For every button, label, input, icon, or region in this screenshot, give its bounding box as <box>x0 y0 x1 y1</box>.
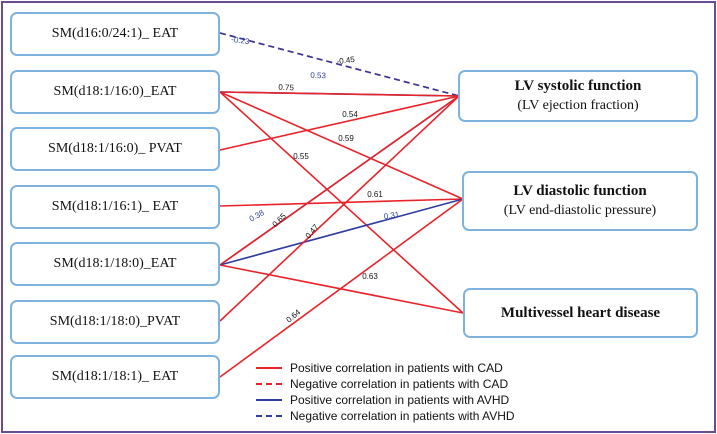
legend-swatch <box>256 415 282 417</box>
legend-swatch <box>256 367 282 369</box>
node-sm-d18-1-18-1-eat: SM(d18:1/18:1)_ EAT <box>10 355 220 399</box>
node-sm-d18-1-16-1-eat: SM(d18:1/16:1)_ EAT <box>10 185 220 229</box>
legend-label: Positive correlation in patients with AV… <box>290 393 510 407</box>
correlation-value-label: 0.65 <box>271 211 289 229</box>
correlation-value-label: 0.53 <box>310 71 326 81</box>
correlation-edge <box>219 264 464 314</box>
node-sm-d18-1-16-0-eat: SM(d18:1/16:0)_EAT <box>10 70 220 114</box>
correlation-value-label: 0.31 <box>383 210 400 221</box>
node-sm-d16-0-24-1-eat: SM(d16:0/24:1)_ EAT <box>10 12 220 56</box>
correlation-value-label: 0.61 <box>367 190 383 199</box>
correlation-edge <box>219 198 464 207</box>
node-subtitle: (LV end-diastolic pressure) <box>503 203 657 218</box>
correlation-edge <box>219 95 460 151</box>
node-lv-diastolic: LV diastolic function (LV end-diastolic … <box>462 171 698 231</box>
node-label: SM(d18:1/16:0)_EAT <box>53 84 177 99</box>
correlation-value-label: 0.64 <box>285 307 303 324</box>
node-label: SM(d18:1/16:1)_ EAT <box>51 199 179 214</box>
legend-label: Negative correlation in patients with CA… <box>290 377 509 391</box>
legend-swatch <box>256 383 282 385</box>
correlation-value-label: 0.55 <box>293 152 309 161</box>
node-title: LV diastolic function <box>513 183 647 199</box>
correlation-edge <box>219 95 460 266</box>
correlation-value-label: 0.38 <box>248 208 266 224</box>
legend-label: Negative correlation in patients with AV… <box>290 409 515 423</box>
correlation-value-label: 0.63 <box>362 272 378 281</box>
correlation-edge <box>219 198 464 266</box>
node-label: SM(d18:1/18:1)_ EAT <box>51 369 179 384</box>
node-title: LV systolic function <box>514 78 642 94</box>
node-label: SM(d18:1/18:0)_EAT <box>53 256 177 271</box>
correlation-value-label: -0.23 <box>231 35 251 47</box>
correlation-edge <box>219 91 464 200</box>
node-sm-d18-1-18-0-eat: SM(d18:1/18:0)_EAT <box>10 242 220 286</box>
correlation-edge <box>219 95 460 322</box>
correlation-value-label: 0.75 <box>278 83 295 93</box>
node-multivessel: Multivessel heart disease <box>463 288 698 338</box>
legend-item: Positive correlation in patients with AV… <box>256 392 515 408</box>
node-sm-d18-1-18-0-pvat: SM(d18:1/18:0)_PVAT <box>10 300 220 344</box>
correlation-value-label: -0.45 <box>336 55 356 67</box>
node-lv-systolic: LV systolic function (LV ejection fracti… <box>458 70 698 122</box>
node-sm-d18-1-16-0-pvat: SM(d18:1/16:0)_ PVAT <box>10 127 220 171</box>
node-label: SM(d18:1/16:0)_ PVAT <box>48 141 182 156</box>
correlation-edge <box>219 198 464 378</box>
legend-item: Negative correlation in patients with AV… <box>256 408 515 424</box>
node-title: Multivessel heart disease <box>500 305 661 321</box>
legend-item: Positive correlation in patients with CA… <box>256 360 515 376</box>
correlation-value-label: 0.59 <box>338 134 354 143</box>
node-subtitle: (LV ejection fraction) <box>517 98 639 113</box>
correlation-edge <box>219 32 460 97</box>
legend-swatch <box>256 399 282 401</box>
correlation-value-label: 0.54 <box>342 110 358 119</box>
node-label: SM(d18:1/18:0)_PVAT <box>49 314 181 329</box>
node-label: SM(d16:0/24:1)_ EAT <box>51 26 179 41</box>
legend-item: Negative correlation in patients with CA… <box>256 376 515 392</box>
correlation-edge <box>219 91 460 97</box>
legend: Positive correlation in patients with CA… <box>256 360 515 424</box>
legend-label: Positive correlation in patients with CA… <box>290 361 503 375</box>
